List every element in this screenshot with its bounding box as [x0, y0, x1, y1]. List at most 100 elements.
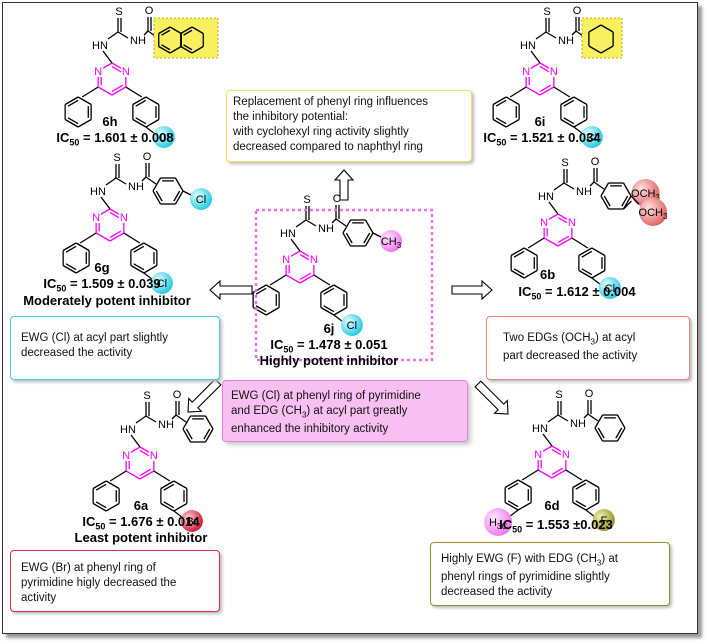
pyrimidine-n-atom: N	[282, 254, 290, 266]
pyrimidine-n-atom: N	[120, 212, 128, 224]
arrow-left	[209, 279, 253, 301]
compound-6j-id: 6j	[323, 321, 335, 336]
oxygen-atom: O	[143, 151, 152, 163]
chlorine-substituent: Cl	[190, 188, 212, 210]
oxygen-atom: O	[585, 388, 594, 400]
nh-atom: NH	[570, 418, 586, 430]
sulfur-atom: S	[113, 152, 120, 164]
substituent-label: Br	[186, 516, 197, 528]
compound-6i-id: 6i	[534, 114, 546, 129]
compound-6h-ic50: IC50 = 1.601 ± 0.008	[56, 130, 174, 148]
chlorine-substituent: Cl	[580, 126, 603, 148]
hn-atom: HN	[520, 40, 536, 52]
pyrimidine-n-atom: N	[562, 449, 570, 461]
compound-6a-note: Least potent inhibitor	[74, 530, 208, 545]
para-aryl-ring: Cl	[130, 242, 173, 294]
compound-6h-id: 6h	[102, 114, 118, 129]
substituent-label: Cl	[347, 320, 357, 332]
hn-atom: HN	[538, 191, 554, 203]
chlorine-substituent: Cl	[150, 272, 173, 294]
substituent-label: Cl	[159, 132, 169, 144]
arrow-down-left	[187, 378, 222, 413]
pyrimidine-n-atom: N	[534, 449, 542, 461]
substituent-label: Cl	[587, 132, 597, 144]
sulfur-atom: S	[561, 157, 568, 169]
acyl-dimethoxyphenyl-ring	[600, 182, 632, 210]
fluorine-substituent: F	[592, 509, 615, 531]
arrow-right	[451, 279, 493, 301]
substituent-label: F	[600, 515, 607, 527]
sulfur-atom: S	[115, 6, 122, 18]
oxygen-atom: O	[573, 5, 582, 17]
molecule-6i: N N HN S NH O Cl	[492, 5, 623, 148]
chlorine-substituent: Cl	[598, 277, 621, 299]
substituent-label: CH3	[381, 236, 402, 250]
chlorine-substituent: Cl	[152, 126, 175, 148]
phenyl-ring	[492, 96, 520, 128]
compound-6d-ic50: IC50 = 1.553 ±0.023	[499, 517, 613, 535]
substituent-label: H3C	[489, 517, 507, 531]
compound-6j-ic50: IC50 = 1.478 ± 0.051	[270, 337, 388, 355]
nh-atom: NH	[158, 419, 174, 431]
hn-atom: HN	[120, 424, 136, 436]
methoxy-substituent: OCH3	[639, 198, 668, 226]
oxygen-atom: O	[145, 5, 154, 17]
compound-6b-id: 6b	[540, 267, 556, 282]
compound-6i-ic50: IC50 = 1.521 ± 0.034	[483, 130, 601, 148]
para-aryl-ring: Cl	[560, 96, 603, 148]
sulfur-atom: S	[543, 6, 550, 18]
pyrimidine-n-atom: N	[122, 450, 130, 462]
oxygen-atom: O	[591, 156, 600, 168]
arrow-up	[333, 169, 355, 201]
naphthyl-ring	[153, 17, 219, 59]
substituent-label: Cl	[157, 278, 167, 290]
pyrimidine-n-atom: N	[540, 217, 548, 229]
cyclohexyl-ring	[581, 17, 623, 59]
hn-atom: HN	[92, 40, 108, 52]
phenyl-ring	[510, 247, 538, 279]
substituent-label: OCH3	[631, 188, 660, 202]
para-aryl-ring: F	[572, 479, 615, 531]
pyrimidine-n-atom: N	[522, 66, 530, 78]
para-aryl-ring: Br	[160, 480, 203, 532]
pyrimidine-n-atom: N	[550, 66, 558, 78]
hn-atom: HN	[280, 228, 296, 240]
methyl-substituent: CH3	[380, 230, 402, 252]
para-aryl-ring: Cl	[320, 284, 363, 336]
bromine-substituent: Br	[180, 510, 203, 532]
chlorine-substituent: Cl	[340, 314, 363, 336]
phenyl-ring	[64, 96, 92, 128]
pyrimidine-n-atom: N	[150, 450, 158, 462]
sulfur-atom: S	[303, 194, 310, 206]
compound-6b-ic50: IC50 = 1.612 ± 0.004	[518, 284, 636, 302]
pyrimidine-n-atom: N	[94, 66, 102, 78]
compound-6a-ic50: IC50 = 1.676 ± 0.014	[82, 514, 200, 532]
acyl-phenyl-ring	[594, 414, 626, 442]
tolyl-ring: H3C	[484, 479, 532, 536]
sulfur-atom: S	[555, 389, 562, 401]
nh-atom: NH	[558, 35, 574, 47]
compound-6j-note: Highly potent inhibitor	[259, 353, 399, 368]
acyl-phenyl-ring	[182, 415, 214, 443]
oxygen-atom: O	[333, 193, 342, 205]
pyrimidine-n-atom: N	[310, 254, 318, 266]
nh-atom: NH	[576, 186, 592, 198]
pyrimidine-n-atom: N	[568, 217, 576, 229]
compound-6g-id: 6g	[94, 260, 110, 275]
hn-atom: HN	[90, 186, 106, 198]
hn-atom: HN	[532, 423, 548, 435]
compound-6a-id: 6a	[133, 498, 149, 513]
pyrimidine-n-atom: N	[122, 66, 130, 78]
para-aryl-ring: Cl	[578, 247, 621, 299]
substituent-label: Cl	[605, 283, 615, 295]
